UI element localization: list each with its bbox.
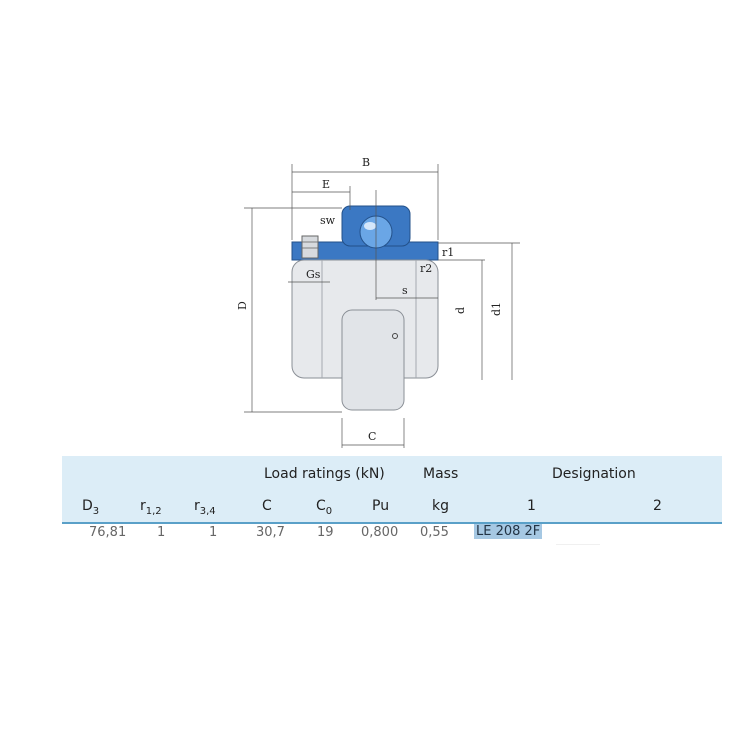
cell-C: 30,7 — [256, 525, 285, 540]
dim-s: s — [402, 284, 408, 297]
cell-r34: 1 — [209, 525, 218, 540]
dim-B: B — [362, 156, 370, 169]
divider — [556, 544, 600, 545]
col-r12: r1,2 — [140, 498, 162, 517]
cell-designation-1[interactable]: LE 208 2F — [474, 524, 543, 539]
dim-r1: r1 — [442, 246, 454, 259]
cell-D3: 76,81 — [89, 525, 127, 540]
designation-header: Designation — [552, 466, 636, 482]
cell-C0: 19 — [317, 525, 334, 540]
inner-ring-extension — [341, 309, 405, 411]
dim-C: C — [368, 430, 376, 443]
bearing-drawing: B E sw r1 r2 Gs s d d1 D C — [236, 156, 520, 448]
spec-table-header: Load ratings (kN) Mass Designation D3 r1… — [62, 456, 722, 524]
cell-Pu: 0,800 — [361, 525, 399, 540]
load-ratings-header: Load ratings (kN) — [264, 466, 385, 482]
cell-kg: 0,55 — [420, 525, 449, 540]
dim-E: E — [322, 178, 330, 191]
set-screw — [301, 235, 319, 259]
dim-Gs: Gs — [306, 268, 321, 281]
col-Pu: Pu — [372, 498, 390, 514]
dim-r2: r2 — [420, 262, 432, 275]
dim-D: D — [236, 301, 249, 310]
col-desig1: 1 — [527, 498, 536, 514]
col-r34: r3,4 — [194, 498, 216, 517]
col-D3: D3 — [82, 498, 100, 517]
col-C: C — [262, 498, 272, 514]
mass-header: Mass — [423, 466, 459, 482]
col-kg: kg — [432, 498, 449, 514]
cell-r12: 1 — [157, 525, 166, 540]
dim-d: d — [454, 307, 467, 314]
col-C0: C0 — [316, 498, 333, 517]
dim-sw: sw — [320, 214, 336, 227]
dim-d1: d1 — [490, 302, 503, 316]
col-desig2: 2 — [653, 498, 662, 514]
